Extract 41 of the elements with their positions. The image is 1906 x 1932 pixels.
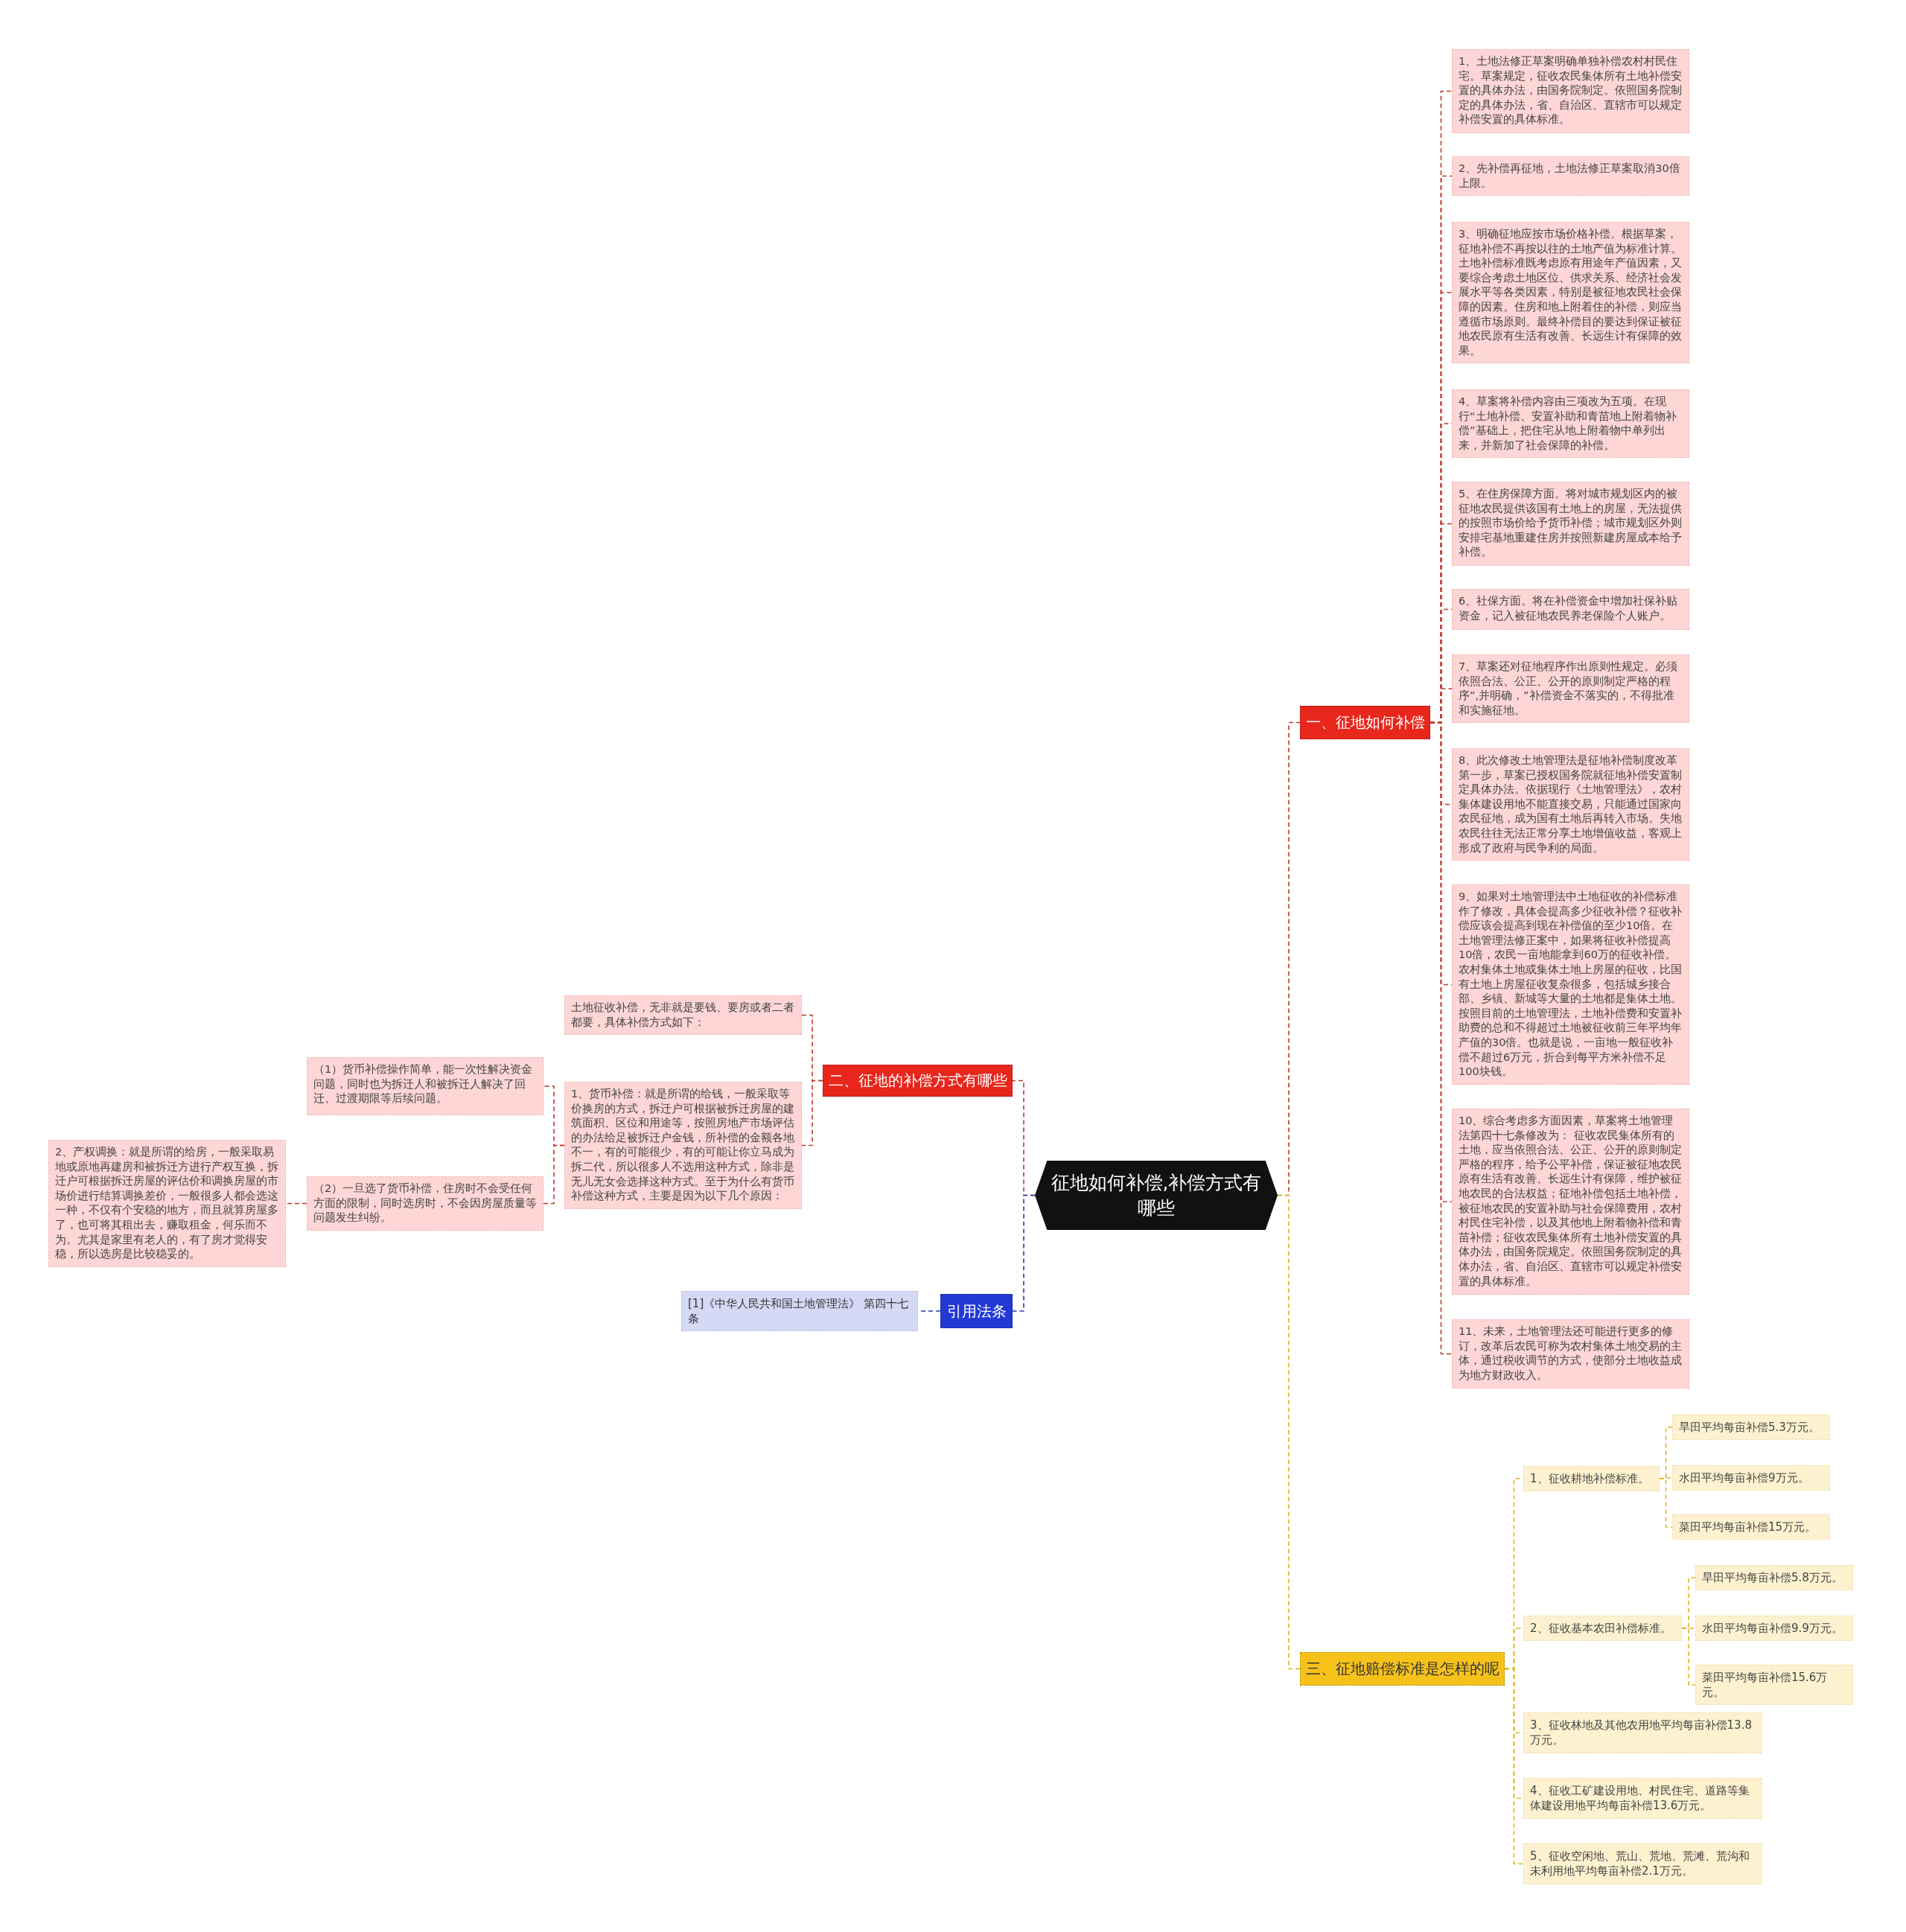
connector: [1012, 1194, 1036, 1312]
branch-topic: 引用法条: [940, 1294, 1013, 1328]
topic-box: 旱田平均每亩补偿5.3万元。: [1672, 1415, 1830, 1440]
connector: [543, 1144, 565, 1205]
topic-box: 水田平均每亩补偿9万元。: [1672, 1465, 1830, 1491]
topic-box: 9、如果对土地管理法中土地征收的补偿标准作了修改，具体会提高多少征收补偿？征收补偿应该会提高到现在补偿值的至少10倍。在土地管理法修正案中，如果将征收补偿提高10倍，农民一亩地能拿到60万的征收补偿。农村集体土地或集体土地上房屋的征收，比国有土地上房屋征收复杂很多，包括城乡接合部、乡镇、新城等大量的土地都是集体土地。按照目前的土地管理法，土地补偿费和安置补助费的总和不得超过土地被征收前三年平均年产值的30倍。也就是说，一亩地一般征收补偿不超过6万元，折合到每平方米补偿不足100块钱。: [1452, 884, 1689, 1085]
topic-box: 菜田平均每亩补偿15万元。: [1672, 1514, 1830, 1540]
connector: [1504, 1668, 1524, 1865]
topic-box: 7、草案还对征地程序作出原则性规定。必须依照合法、公正、公开的原则制定严格的程序”,并明确，”补偿资金不落实的，不得批准和实施征地。: [1452, 654, 1689, 724]
topic-box: [1]《中华人民共和国土地管理法》 第四十七条: [681, 1291, 918, 1331]
topic-box: 4、征收工矿建设用地、村民住宅、道路等集体建设用地平均每亩补偿13.6万元。: [1523, 1778, 1762, 1819]
topic-box: 1、货币补偿：就是所谓的给钱，一般采取等价换房的方式，拆迁户可根据被拆迁房屋的建筑面积、区位和用途等，按照房地产市场评估的办法给足被拆迁户金钱，所补偿的金额各地不一，有的可能很少，有的可能让你立马成为拆二代，所以很多人不选用这种方式，除非是无儿无女会选择这种方式。至于为什么有货币补偿这种方式，主要是因为以下几个原因：: [564, 1082, 802, 1209]
branch-topic: 三、征地赔偿标准是怎样的呢: [1300, 1652, 1505, 1686]
topic-box: 土地征收补偿，无非就是要钱、要房或者二者都要，具体补偿方式如下：: [564, 995, 802, 1036]
topic-box: 8、此次修改土地管理法是征地补偿制度改革第一步，草案已授权国务院就征地补偿安置制定具体办法。依据现行《土地管理法》，农村集体建设用地不能直接交易，只能通过国家向农民征地，成为国有土地后再转入市场。失地农民往往无法正常分享土地增值收益，客观上形成了政府与民争利的局面。: [1452, 748, 1689, 861]
topic-box: 6、社保方面。将在补偿资金中增加社保补贴资金，记入被征地农民养老保险个人账户。: [1452, 589, 1689, 630]
connector: [1659, 1478, 1673, 1528]
topic-box: （1）货币补偿操作简单，能一次性解决资金问题，同时也为拆迁人和被拆迁人解决了回迁、过渡期限等后续问题。: [307, 1057, 544, 1115]
connector: [1277, 1194, 1301, 1670]
topic-box: 3、明确征地应按市场价格补偿。根据草案，征地补偿不再按以往的土地产值为标准计算。土地补偿标准既考虑原有用途年产值因素，又要综合考虑土地区位、供求关系、经济社会发展水平等各类因素，特别是被征地农民社会保障的因素。住房和地上附着住的补偿，则应当遵循市场原则。最终补偿目的要达到保证被征地农民原有生活有改善、长远生计有保障的效果。: [1452, 222, 1689, 364]
topic-box: 10、综合考虑多方面因素，草案将土地管理法第四十七条修改为： 征收农民集体所有的土地，应当依照合法、公正、公开的原则制定严格的程序，给予公平补偿，保证被征地农民原有生活有改善、长远生计有保障，维护被征地农民的合法权益；征地补偿包括土地补偿，被征地农民的安置补助与社会保障费用，农村村民住宅补偿，以及其他地上附着物补偿和青苗补偿；征收农民集体所有土地补偿安置的具体办法，由国务院规定。依照国务院制定的具体办法，省、自治区、直辖市可以规定补偿安置的具体标准。: [1452, 1109, 1689, 1295]
connector: [1681, 1627, 1696, 1686]
topic-box: 旱田平均每亩补偿5.8万元。: [1695, 1565, 1853, 1590]
topic-box: 水田平均每亩补偿9.9万元。: [1695, 1616, 1853, 1641]
topic-box: 2、先补偿再征地，土地法修正草案取消30倍上限。: [1452, 156, 1689, 197]
branch-topic: 二、征地的补偿方式有哪些: [823, 1065, 1013, 1097]
topic-box: 3、征收林地及其他农用地平均每亩补偿13.8万元。: [1523, 1712, 1762, 1753]
topic-box: 11、未来，土地管理法还可能进行更多的修订，改革后农民可称为农村集体土地交易的主体，通过税收调节的方式，使部分土地收益成为地方财政收入。: [1452, 1319, 1689, 1389]
topic-box: 2、征收基本农田补偿标准。: [1523, 1616, 1682, 1641]
topic-box: 1、征收耕地补偿标准。: [1523, 1466, 1660, 1491]
topic-box: 4、草案将补偿内容由三项改为五项。在现行“土地补偿、安置补助和青苗地上附着物补偿”基础上，把住宅从地上附着物中单列出来，并新加了社会保障的补偿。: [1452, 389, 1689, 459]
topic-box: 2、产权调换：就是所谓的给房，一般采取易地或原地再建房和被拆迁方进行产权互换，拆迁户可根据拆迁房屋的评估价和调换房屋的市场价进行结算调换差价，一般很多人都会选这一种，不仅有个安稳的地方，而且就算房屋多了，也可将其租出去，赚取租金，何乐而不为。尤其是家里有老人的，有了房才觉得安稳，所以选房是比较稳妥的。: [48, 1140, 286, 1267]
topic-box: 1、土地法修正草案明确单独补偿农村村民住宅。草案规定，征收农民集体所有土地补偿安置的具体办法，由国务院制定。依照国务院制定的具体办法，省、自治区、直辖市可以规定补偿安置的具体标准。: [1452, 49, 1689, 133]
connector: [285, 1202, 307, 1205]
topic-box: 5、在住房保障方面。将对城市规划区内的被征地农民提供该国有土地上的房屋，无法提供的按照市场价给予货币补偿；城市规划区外则安排宅基地重建住房并按照新建房屋成本给予补偿。: [1452, 482, 1689, 566]
central-topic: 征地如何补偿,补偿方式有哪些: [1035, 1161, 1278, 1230]
topic-box: 菜田平均每亩补偿15.6万元。: [1695, 1665, 1853, 1705]
branch-topic: 一、征地如何补偿: [1300, 706, 1430, 739]
topic-box: 5、征收空闲地、荒山、荒地、荒滩、荒沟和未利用地平均每亩补偿2.1万元。: [1523, 1843, 1762, 1884]
topic-box: （2）一旦选了货币补偿，住房时不会受任何方面的限制，同时选房时，不会因房屋质量等问题发生纠纷。: [307, 1176, 544, 1231]
connector: [801, 1080, 823, 1147]
